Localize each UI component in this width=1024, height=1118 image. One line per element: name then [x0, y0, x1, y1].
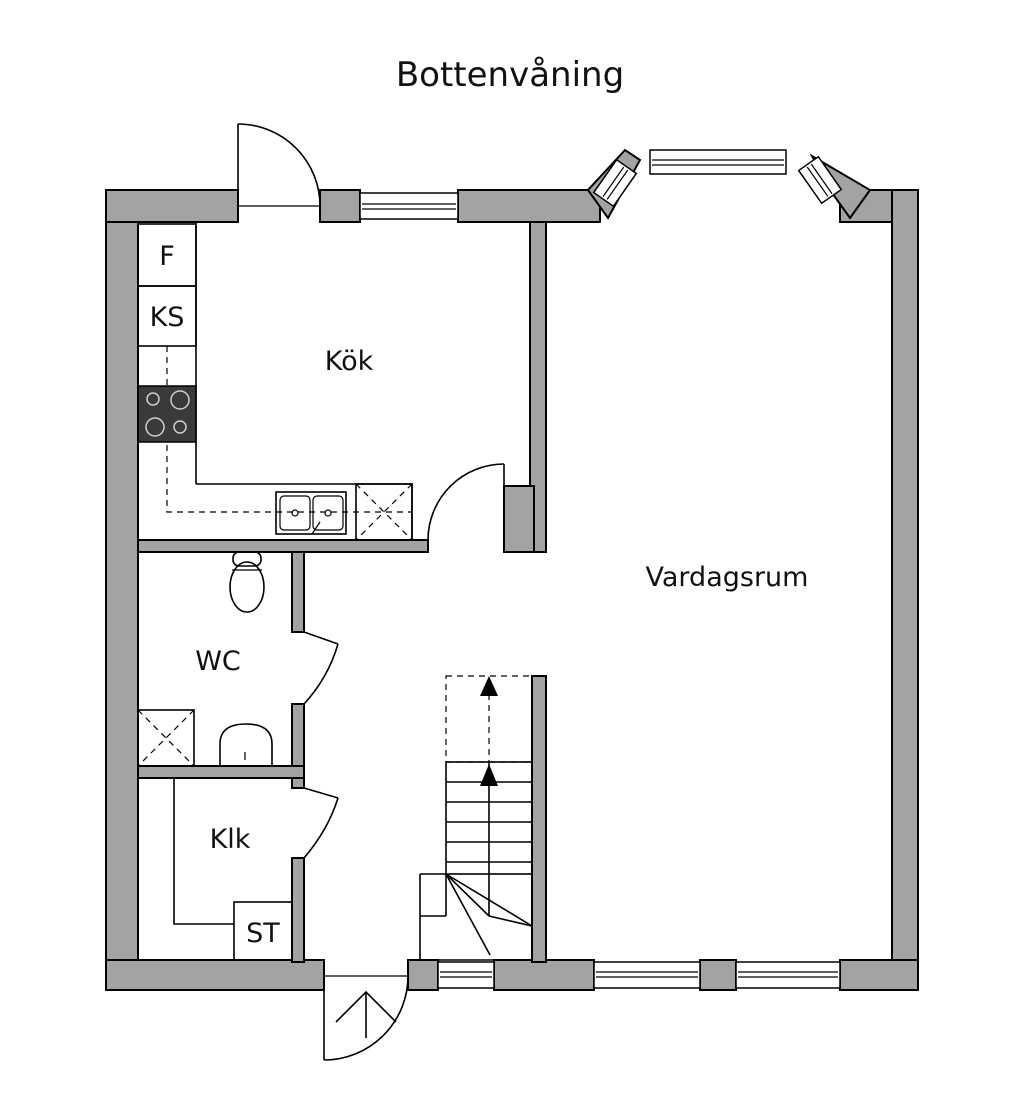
window-bay-center [649, 149, 787, 175]
door-entrance [323, 975, 409, 1061]
window-kitchen [359, 192, 459, 220]
room-label-kitchen: Kök [325, 346, 374, 377]
outer-wall-top-1 [105, 189, 239, 223]
fridge-label: F [159, 241, 175, 272]
stair-arrow-icon [480, 764, 498, 786]
staircase [419, 675, 533, 961]
door-closet [303, 787, 339, 859]
outer-wall-bottom-4 [699, 959, 737, 991]
room-label-living: Vardagsrum [646, 562, 809, 593]
sink-icon [275, 491, 347, 535]
wall-kitchen-living [529, 221, 547, 553]
door-wc [303, 631, 339, 705]
door-kitchen-exterior [237, 123, 321, 207]
wall-wc-bottom [137, 765, 305, 779]
wall-closet-right-top [291, 777, 305, 789]
stair-arrow-icon [480, 676, 498, 696]
wc-washbasin-icon [219, 723, 273, 766]
outer-wall-right [891, 189, 919, 991]
outer-wall-bottom-3 [493, 959, 595, 991]
toilet-icon [229, 551, 265, 613]
window-living-1 [593, 961, 701, 989]
room-label-wc: WC [195, 646, 241, 677]
kitchen-fixtures: F KS [137, 222, 413, 541]
wall-wc-right-top [291, 551, 305, 633]
closet-fixtures: ST [173, 778, 293, 961]
window-bay-right [797, 155, 843, 205]
wall-kitchen-doorjamb [503, 485, 535, 553]
outer-wall-bottom-5 [839, 959, 919, 991]
outer-wall-top-3 [457, 189, 601, 223]
doors [237, 123, 505, 1061]
wardrobe-label: ST [246, 918, 280, 949]
window-living-2 [735, 961, 841, 989]
freezer-label: KS [150, 302, 185, 333]
windows [359, 149, 843, 989]
wall-stair-living [531, 675, 547, 963]
window-bay-left [592, 158, 638, 208]
door-kitchen-interior [427, 463, 505, 541]
walls [105, 148, 919, 991]
floor-title: Bottenvåning [396, 55, 624, 95]
dishwasher-icon [355, 483, 413, 541]
outer-wall-bottom-2 [407, 959, 439, 991]
room-label-closet: Klk [210, 824, 251, 855]
outer-wall-bottom-1 [105, 959, 325, 991]
wall-kitchen-bottom-left [137, 539, 429, 553]
wall-closet-right-bottom [291, 857, 305, 963]
wc-shower-icon [137, 709, 195, 767]
wardrobe [233, 901, 293, 961]
wc-fixtures [137, 551, 273, 767]
window-stair [437, 961, 495, 989]
outer-wall-left [105, 189, 139, 991]
outer-wall-top-2 [319, 189, 361, 223]
stove-icon [137, 385, 197, 443]
